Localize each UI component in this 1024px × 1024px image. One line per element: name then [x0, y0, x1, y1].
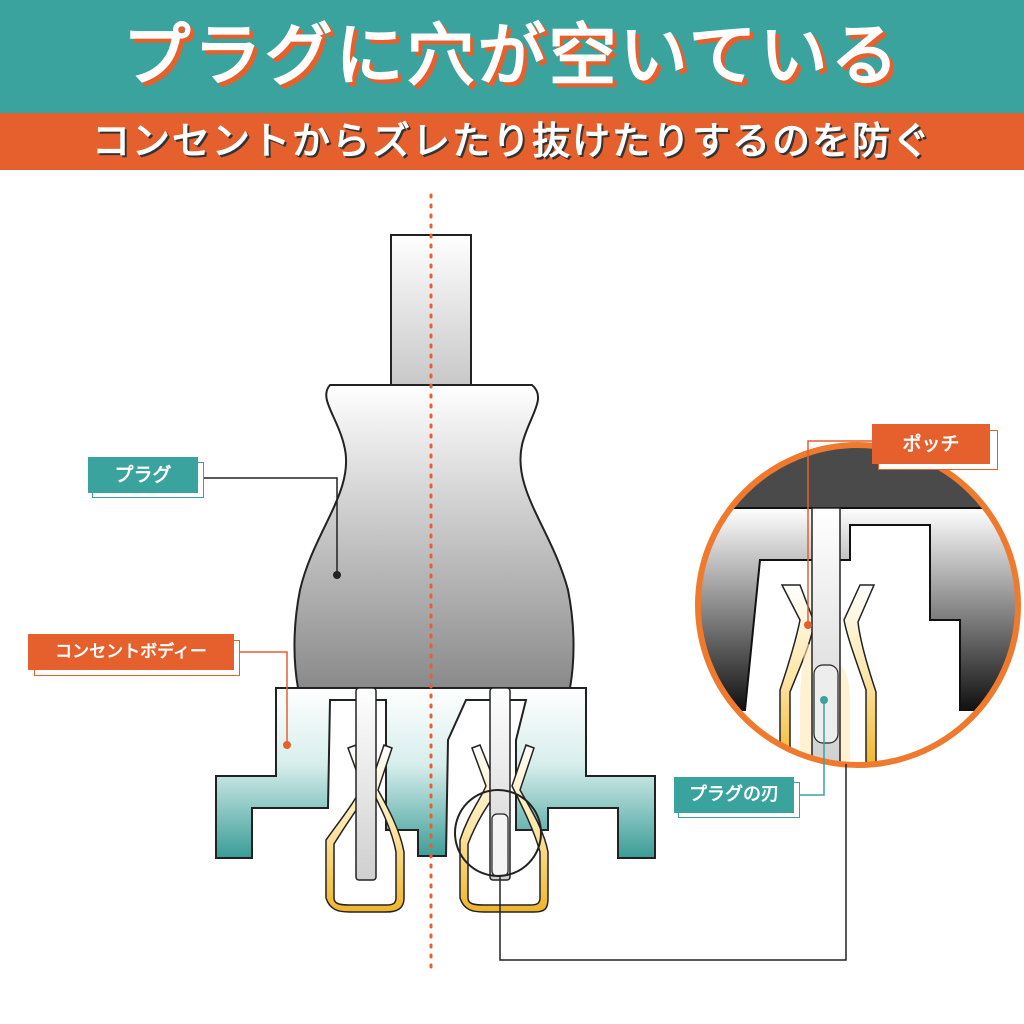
zoom-indicator-circle [454, 789, 542, 877]
plug-label: プラグ [88, 457, 198, 493]
right-contact-clip [459, 744, 549, 913]
notch-label: ポッチ [872, 424, 990, 464]
plug-cross-section-diagram [200, 193, 1021, 977]
zoom-view [698, 445, 1018, 765]
page-title: プラグに穴が空いている [122, 17, 902, 96]
leader-outlet-body [238, 651, 288, 745]
page-subtitle: コンセントからズレたり抜けたりするのを防ぐ [91, 119, 932, 163]
leader-plug-dot [333, 571, 341, 579]
zoom-view-border [695, 442, 1021, 768]
leader-blade-dot [820, 696, 828, 704]
blade-label: プラグの刃 [674, 777, 794, 813]
pin-hole [491, 813, 509, 877]
subtitle-banner [0, 113, 1024, 170]
leader-blade [796, 700, 825, 796]
left-plug-pin [355, 687, 377, 881]
leader-plug [200, 477, 338, 575]
outlet-body-label: コンセントボディー [28, 634, 234, 670]
leader-notch-dot [804, 621, 812, 629]
outlet-body-shape [215, 687, 656, 859]
leader-outlet-body-dot [283, 741, 291, 749]
leader-notch [807, 440, 873, 625]
zoom-connector-line [499, 764, 847, 961]
title-banner [0, 0, 1024, 113]
